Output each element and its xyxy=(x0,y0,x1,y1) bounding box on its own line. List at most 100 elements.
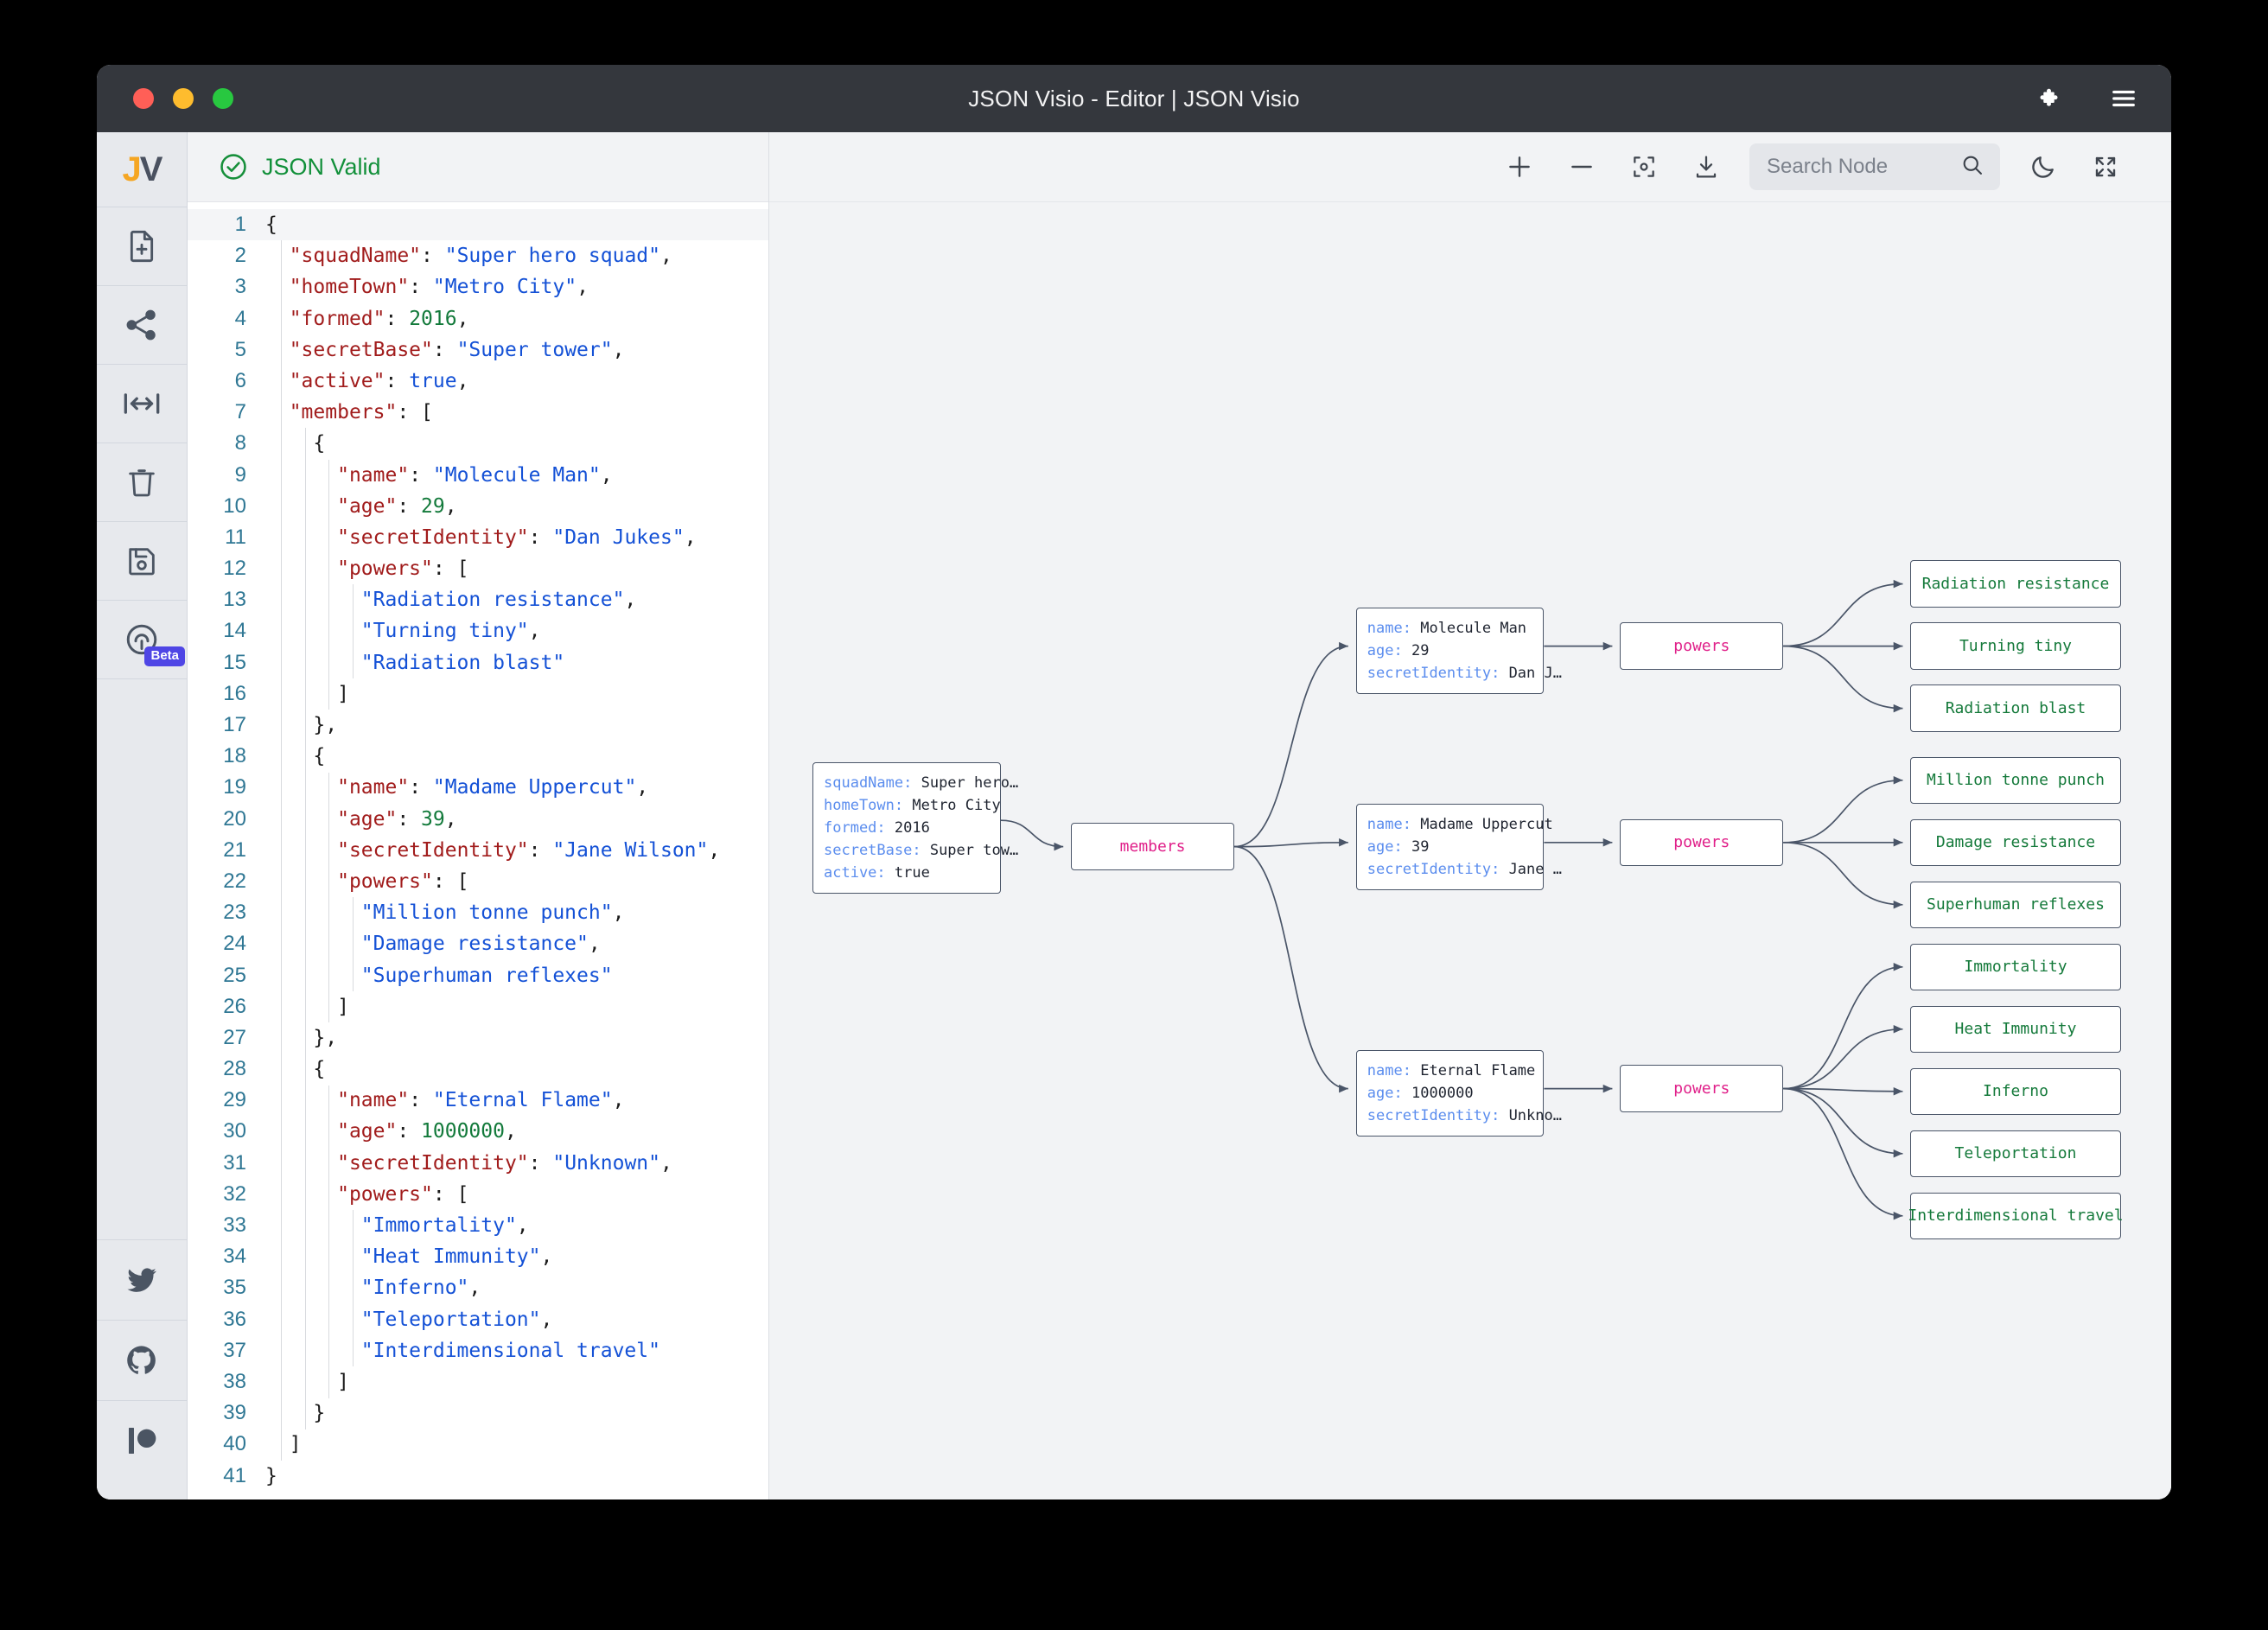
graph-parent-node[interactable]: powers xyxy=(1620,622,1784,670)
sidebar-item-twitter[interactable] xyxy=(97,1239,187,1320)
graph-leaf-node[interactable]: Heat Immunity xyxy=(1910,1005,2121,1053)
graph-parent-node[interactable]: powers xyxy=(1620,1065,1784,1112)
search-input[interactable] xyxy=(1765,154,1954,180)
code-line[interactable]: 9 "name": "Molecule Man", xyxy=(188,460,768,491)
code-line[interactable]: 15 "Radiation blast" xyxy=(188,647,768,678)
search-node-box[interactable] xyxy=(1749,143,2000,190)
code-line[interactable]: 11 "secretIdentity": "Dan Jukes", xyxy=(188,522,768,553)
code-line[interactable]: 19 "name": "Madame Uppercut", xyxy=(188,772,768,803)
code-line[interactable]: 38 ] xyxy=(188,1366,768,1398)
fullscreen-button[interactable] xyxy=(2074,143,2137,191)
download-button[interactable] xyxy=(1675,143,1737,191)
code-line[interactable]: 1{ xyxy=(188,209,768,241)
graph-leaf-node[interactable]: Inferno xyxy=(1910,1067,2121,1115)
code-line[interactable]: 30 "age": 1000000, xyxy=(188,1116,768,1147)
code-line[interactable]: 22 "powers": [ xyxy=(188,866,768,897)
code-line[interactable]: 29 "name": "Eternal Flame", xyxy=(188,1085,768,1116)
code-line[interactable]: 23 "Million tonne punch", xyxy=(188,897,768,928)
code-line[interactable]: 40 ] xyxy=(188,1429,768,1460)
code-text: "age": 1000000, xyxy=(337,1120,517,1143)
code-line[interactable]: 25 "Superhuman reflexes" xyxy=(188,960,768,991)
code-line[interactable]: 12 "powers": [ xyxy=(188,553,768,584)
graph-leaf-node[interactable]: Radiation blast xyxy=(1910,684,2121,732)
maximize-window-button[interactable] xyxy=(213,88,233,109)
code-line[interactable]: 13 "Radiation resistance", xyxy=(188,584,768,615)
graph-canvas[interactable]: squadName: Super hero…homeTown: Metro Ci… xyxy=(769,202,2171,1499)
code-line[interactable]: 18 { xyxy=(188,741,768,772)
code-line[interactable]: 36 "Teleportation", xyxy=(188,1304,768,1335)
code-line[interactable]: 35 "Inferno", xyxy=(188,1272,768,1303)
minimize-window-button[interactable] xyxy=(173,88,194,109)
sidebar-item-patreon[interactable] xyxy=(97,1400,187,1480)
code-line[interactable]: 32 "powers": [ xyxy=(188,1179,768,1210)
code-line[interactable]: 2 "squadName": "Super hero squad", xyxy=(188,240,768,271)
graph-parent-node[interactable]: members xyxy=(1071,823,1234,870)
code-line[interactable]: 10 "age": 29, xyxy=(188,491,768,522)
code-text: ] xyxy=(337,1370,349,1393)
graph-node-row: name: Madame Uppercut xyxy=(1367,813,1553,836)
graph-leaf-node[interactable]: Immortality xyxy=(1910,943,2121,990)
sidebar-item-github[interactable] xyxy=(97,1320,187,1400)
code-lines[interactable]: 1{2 "squadName": "Super hero squad",3 "h… xyxy=(188,202,768,1492)
line-number: 25 xyxy=(223,963,246,987)
graph-leaf-node[interactable]: Teleportation xyxy=(1910,1130,2121,1177)
code-line[interactable]: 27 }, xyxy=(188,1022,768,1054)
code-line[interactable]: 39 } xyxy=(188,1398,768,1429)
close-window-button[interactable] xyxy=(133,88,154,109)
code-line[interactable]: 3 "homeTown": "Metro City", xyxy=(188,271,768,302)
code-line[interactable]: 34 "Heat Immunity", xyxy=(188,1241,768,1272)
sidebar-item-share-graph[interactable] xyxy=(97,286,187,365)
sidebar-item-rotate-layout[interactable] xyxy=(97,365,187,443)
graph-leaf-node[interactable]: Interdimensional travel xyxy=(1908,1192,2124,1239)
sidebar-item-save[interactable] xyxy=(97,522,187,601)
sidebar-item-clear[interactable] xyxy=(97,443,187,522)
code-line[interactable]: 14 "Turning tiny", xyxy=(188,615,768,646)
code-line[interactable]: 24 "Damage resistance", xyxy=(188,928,768,959)
code-line[interactable]: 17 }, xyxy=(188,710,768,741)
code-line[interactable]: 5 "secretBase": "Super tower", xyxy=(188,334,768,366)
hamburger-menu-icon[interactable] xyxy=(2109,84,2138,113)
sidebar-item-new-file[interactable] xyxy=(97,207,187,286)
code-line[interactable]: 28 { xyxy=(188,1054,768,1085)
code-line[interactable]: 16 ] xyxy=(188,678,768,710)
code-line[interactable]: 4 "formed": 2016, xyxy=(188,303,768,334)
theme-toggle-button[interactable] xyxy=(2012,143,2074,191)
code-line[interactable]: 37 "Interdimensional travel" xyxy=(188,1335,768,1366)
line-number: 18 xyxy=(223,744,246,768)
graph-node-key: name: xyxy=(1367,619,1421,637)
graph-leaf-node[interactable]: Radiation resistance xyxy=(1910,560,2121,608)
code-text: "Teleportation", xyxy=(360,1308,553,1331)
code-line[interactable]: 20 "age": 39, xyxy=(188,804,768,835)
zoom-in-button[interactable] xyxy=(1488,143,1551,191)
code-editor[interactable]: 1{2 "squadName": "Super hero squad",3 "h… xyxy=(188,202,768,1499)
graph-parent-node[interactable]: powers xyxy=(1620,818,1784,866)
graph-object-node[interactable]: squadName: Super hero…homeTown: Metro Ci… xyxy=(812,762,1018,894)
code-line[interactable]: 26 ] xyxy=(188,991,768,1022)
code-line[interactable]: 6 "active": true, xyxy=(188,366,768,397)
code-line[interactable]: 41} xyxy=(188,1461,768,1492)
line-number: 2 xyxy=(234,244,246,268)
code-line[interactable]: 8 { xyxy=(188,428,768,459)
graph-edges xyxy=(1000,579,1903,1220)
code-line[interactable]: 21 "secretIdentity": "Jane Wilson", xyxy=(188,835,768,866)
graph-leaf-node[interactable]: Superhuman reflexes xyxy=(1910,881,2121,928)
zoom-out-button[interactable] xyxy=(1551,143,1613,191)
indent-guide xyxy=(353,584,354,678)
graph-leaf-node[interactable]: Million tonne punch xyxy=(1910,756,2121,804)
line-number: 20 xyxy=(223,806,246,831)
code-line[interactable]: 31 "secretIdentity": "Unknown", xyxy=(188,1148,768,1179)
magnifier-icon[interactable] xyxy=(1960,153,1984,181)
sidebar-item-cloud-beta[interactable]: Beta xyxy=(97,601,187,679)
trash-icon xyxy=(124,465,159,500)
graph-leaf-node[interactable]: Turning tiny xyxy=(1910,622,2121,670)
code-line[interactable]: 7 "members": [ xyxy=(188,397,768,428)
code-text: "name": "Eternal Flame", xyxy=(337,1089,625,1112)
center-view-button[interactable] xyxy=(1613,143,1675,191)
graph-leaf-node[interactable]: Damage resistance xyxy=(1910,818,2121,866)
puzzle-piece-icon[interactable] xyxy=(2036,84,2066,113)
code-line[interactable]: 33 "Immortality", xyxy=(188,1210,768,1241)
